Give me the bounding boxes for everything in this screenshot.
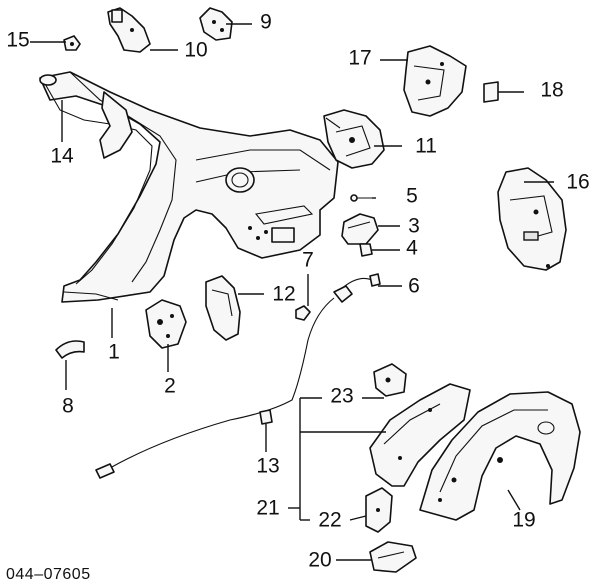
callout-13: 13: [256, 455, 279, 478]
hinge-part-9: [199, 7, 233, 41]
cap-part-20: [369, 541, 417, 573]
callout-17: 17: [348, 47, 371, 70]
callout-5: 5: [406, 185, 418, 208]
clip-part-7: [295, 305, 311, 321]
callout-7: 7: [302, 249, 314, 272]
inner-panel-part-17: [403, 45, 467, 117]
side-panel-part-16: [497, 167, 567, 271]
screw-part-5: [350, 194, 372, 202]
callout-12: 12: [272, 283, 295, 306]
callout-14: 14: [50, 145, 74, 168]
callout-6: 6: [408, 275, 420, 298]
bracket-part-10: [107, 7, 151, 53]
plug-part-13: [259, 409, 273, 425]
callout-3: 3: [408, 215, 420, 238]
leader-lines: [30, 23, 554, 561]
callout-18: 18: [540, 79, 563, 102]
callout-9: 9: [260, 11, 272, 34]
opener-cable: [95, 297, 335, 479]
callout-11: 11: [415, 135, 437, 158]
fuel-lid-part-3: [341, 213, 379, 245]
callout-19: 19: [512, 509, 535, 532]
wheel-house-outer-part-19: [419, 391, 581, 521]
opener-lock-part-6: [333, 273, 381, 303]
callout-4: 4: [406, 237, 418, 260]
bracket-part-23: [373, 363, 407, 397]
clip-part-15: [63, 35, 81, 51]
callout-22: 22: [318, 509, 341, 532]
callout-10: 10: [184, 39, 207, 62]
quarter-panel-part: [39, 71, 339, 303]
fastener-part-4: [359, 243, 373, 257]
brace-part-11: [323, 109, 385, 169]
callout-15: 15: [6, 29, 29, 52]
callout-20: 20: [308, 549, 331, 572]
seal-part-8: [55, 340, 85, 359]
diagram-code: 044–07605: [6, 566, 91, 583]
wheel-house-inner-part: [369, 383, 471, 487]
callout-8: 8: [62, 395, 74, 418]
callout-1: 1: [108, 341, 120, 364]
pad-part-18: [483, 81, 499, 103]
bracket-part-2: [145, 299, 187, 349]
filler-part-12: [205, 275, 241, 341]
bracket-part-22: [365, 487, 393, 533]
callout-numbers: 15 10 9 17 18 14 11 16 5 3 4 7 6 12 1 2 …: [6, 11, 589, 572]
callout-2: 2: [164, 375, 176, 398]
callout-21: 21: [256, 497, 279, 520]
callout-16: 16: [566, 171, 589, 194]
callout-23: 23: [330, 385, 353, 408]
